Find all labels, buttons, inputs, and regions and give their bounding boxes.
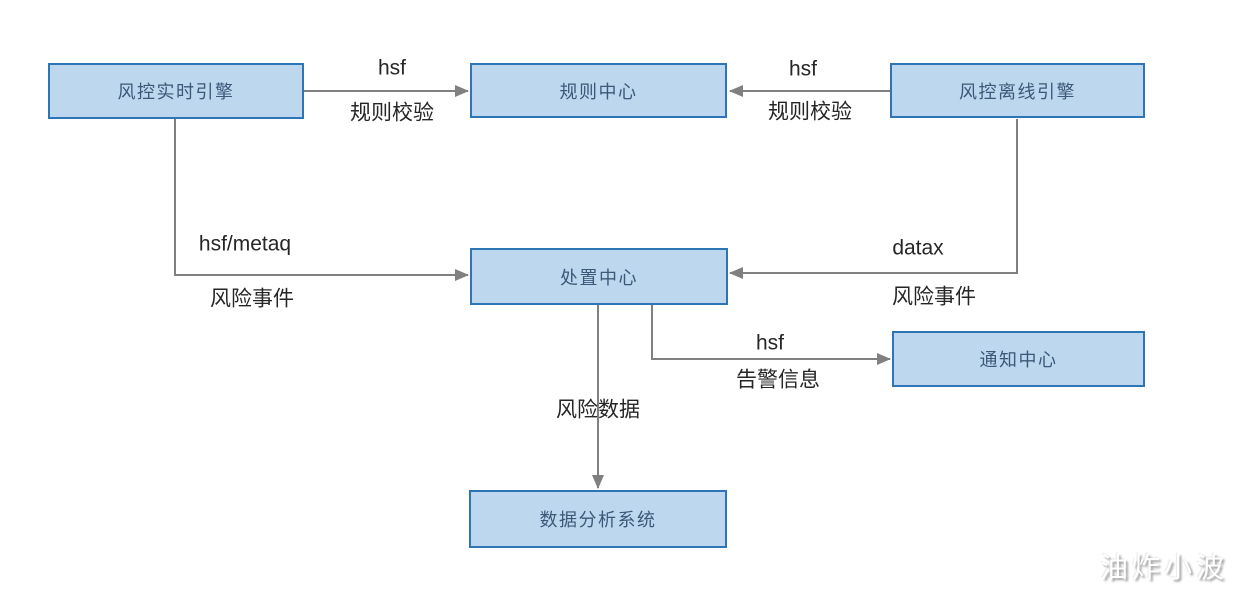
node-notify-center-label: 通知中心 (979, 350, 1058, 370)
edge-label-offline-rule-desc: 规则校验 (768, 100, 852, 124)
edge-label-offline-disposal-desc: 风险事件 (892, 285, 976, 309)
edge-label-realtime-rule-desc: 规则校验 (350, 101, 434, 125)
edge-label-disposal-notify-protocol: hsf (755, 331, 785, 355)
node-offline-engine-label: 风控离线引擎 (959, 81, 1076, 102)
node-data-analysis: 数据分析系统 (469, 490, 727, 548)
node-data-analysis-label: 数据分析系统 (539, 510, 657, 530)
edge-label-offline-rule-protocol: hsf (788, 57, 818, 81)
edge-label-disposal-notify-desc: 告警信息 (736, 368, 820, 392)
node-notify-center: 通知中心 (892, 331, 1145, 387)
edge-label-realtime-rule-protocol: hsf (377, 56, 407, 80)
edge-label-realtime-disposal-protocol: hsf/metaq (198, 232, 292, 256)
node-realtime-engine: 风控实时引擎 (48, 63, 304, 119)
connector-disposal-to-notify (651, 305, 891, 365)
edge-label-offline-disposal-protocol: datax (892, 236, 944, 260)
node-rule-center: 规则中心 (470, 63, 727, 118)
connector-offline-to-disposal (729, 119, 1018, 279)
node-disposal-center: 处置中心 (470, 248, 728, 305)
node-realtime-engine-label: 风控实时引擎 (117, 82, 235, 102)
node-disposal-center-label: 处置中心 (560, 267, 638, 288)
edge-label-realtime-disposal-desc: 风险事件 (210, 287, 294, 311)
watermark: 油炸小波 (1100, 552, 1229, 583)
node-offline-engine: 风控离线引擎 (890, 63, 1145, 118)
connector-realtime-to-disposal (174, 119, 469, 281)
edge-label-disposal-analysis-desc: 风险数据 (556, 398, 640, 422)
node-rule-center-label: 规则中心 (559, 81, 638, 102)
